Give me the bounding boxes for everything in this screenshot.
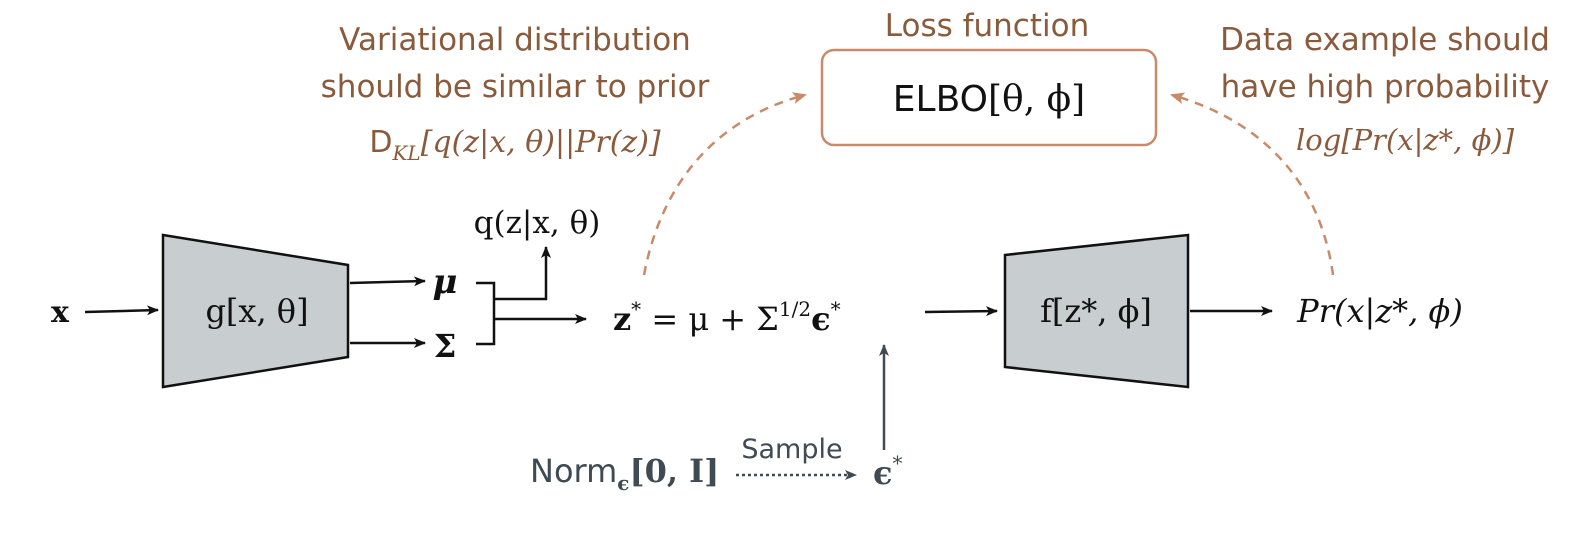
q-distribution-label: q(z|x, θ) (474, 205, 601, 241)
elbo-args: [θ, ϕ] (988, 79, 1085, 120)
norm-text: Norm (530, 452, 617, 490)
reparam-eps: ϵ (811, 300, 830, 338)
input-arrow (84, 305, 159, 316)
input-x: x (51, 295, 70, 330)
likelihood-output: Pr(x|z*, ϕ) (1296, 292, 1463, 330)
kl-d: D (369, 125, 392, 160)
loss-function-title: Loss function (885, 8, 1089, 44)
likelihood-formula: log[Pr(x|z*, ϕ)] (1296, 123, 1515, 157)
noise-eps-sup: * (892, 451, 902, 475)
mu-sigma-bracket (476, 281, 496, 346)
noise-eps: ϵ* (873, 451, 902, 492)
reparam-eps-sup: * (831, 297, 841, 321)
decoder-trapezoid (1003, 233, 1190, 389)
noise-eps-symbol: ϵ (873, 454, 892, 492)
kl-body: [q(z|x, θ)||Pr(z)] (421, 125, 661, 160)
to-q-arrow (494, 246, 551, 301)
elbo-formula: ELBO[θ, ϕ] (893, 79, 1085, 120)
kl-subscript: KL (391, 141, 420, 165)
reparam-eq: = μ + Σ (641, 300, 779, 338)
encoder-trapezoid (161, 233, 350, 389)
norm-args: [0, I] (629, 452, 719, 490)
likelihood-note-line2: have high probability (1221, 69, 1550, 105)
elbo-prefix: ELBO (893, 79, 988, 120)
decoder-label: f[z*, ϕ] (1040, 292, 1152, 330)
z-star: z (613, 300, 631, 338)
loss-function-box (820, 48, 1158, 147)
encoder-label: g[x, θ] (205, 292, 308, 330)
normal-distribution: Normϵ[0, I] (530, 452, 719, 495)
sigma-power: 1/2 (779, 297, 811, 321)
sample-label: Sample (741, 434, 842, 465)
z-star-sup: * (631, 297, 641, 321)
kl-dashed-arrow (642, 92, 807, 276)
mu-arrow (349, 276, 426, 287)
kl-note-line2: should be similar to prior (321, 69, 710, 105)
kl-formula: DKL[q(z|x, θ)||Pr(z)] (369, 125, 661, 165)
kl-note-line1: Variational distribution (339, 22, 691, 58)
mu-symbol: μ (433, 262, 458, 302)
to-decoder-arrow (924, 306, 998, 317)
sigma-symbol: Σ (434, 327, 457, 365)
likelihood-note-line1: Data example should (1220, 22, 1550, 58)
reparam-equation: z* = μ + Σ1/2ϵ* (613, 297, 841, 338)
norm-subscript: ϵ (617, 471, 629, 495)
likelihood-dashed-arrow (1170, 92, 1335, 276)
